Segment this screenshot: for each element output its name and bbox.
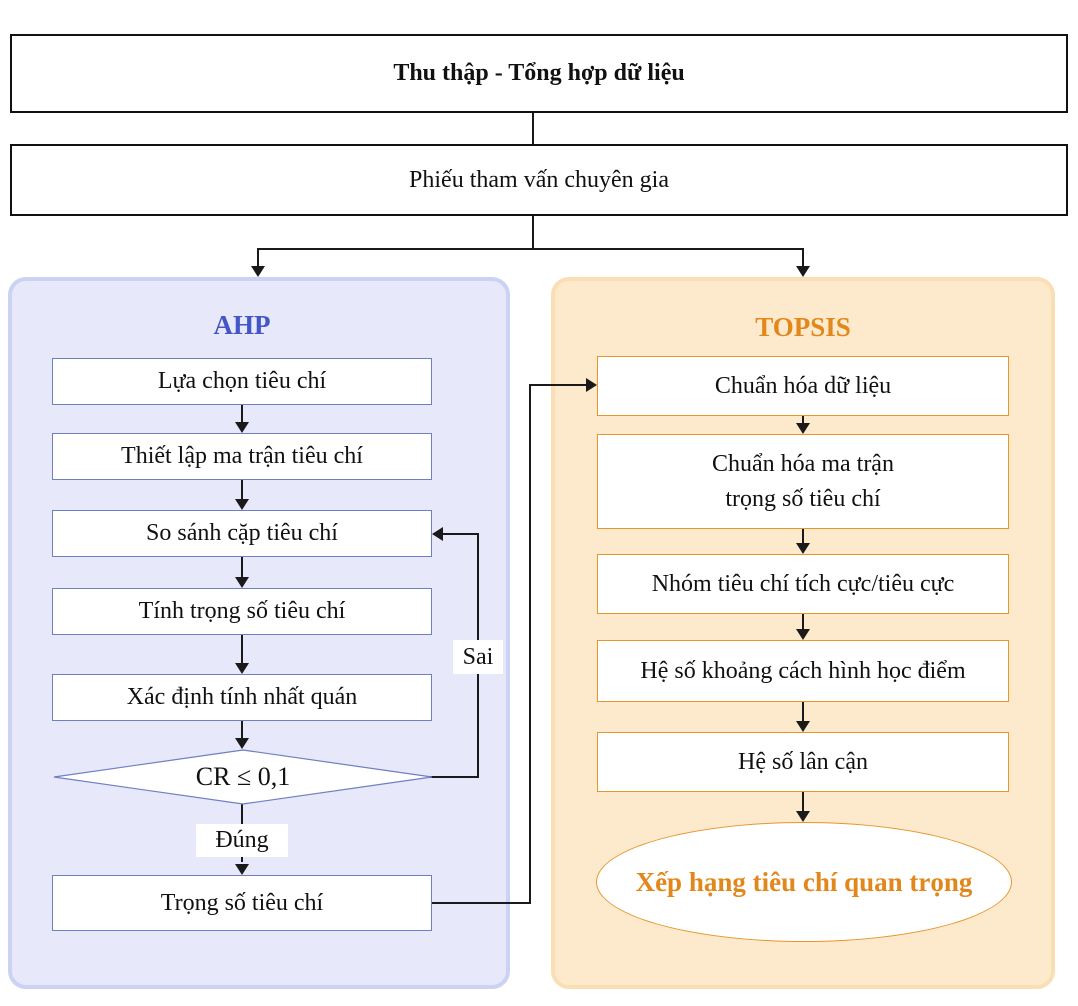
arrowhead-icon [235,499,249,510]
cross-connector-line [529,384,531,904]
arrowhead-icon [235,864,249,875]
cr-decision-label: CR ≤ 0,1 [195,762,291,791]
topsis-step-geometric-distance: Hệ số khoảng cách hình học điểm [597,640,1009,702]
arrowhead-icon [235,422,249,433]
connector-line [802,248,804,268]
arrowhead-feedback [432,527,443,541]
feedback-line [430,776,478,778]
arrowhead-icon [235,663,249,674]
ahp-title: AHP [213,309,271,340]
topsis-step-weighted-matrix: Chuẩn hóa ma trận trọng số tiêu chí [597,434,1009,529]
ahp-step-check-consistency: Xác định tính nhất quán [52,674,432,721]
connector-line [532,113,534,144]
connector-line [241,635,243,664]
connector-line [532,216,534,249]
arrowhead-to-topsis [796,266,810,277]
connector-line [802,529,804,545]
ahp-result-box: Trọng số tiêu chí [52,875,432,931]
connector-line [257,248,259,268]
connector-line [241,721,243,739]
arrowhead-icon [235,577,249,588]
arrowhead-icon [796,543,810,554]
branch-connector-line [257,248,804,250]
topsis-title: TOPSIS [755,311,851,342]
arrowhead-icon [796,629,810,640]
connector-line [802,416,804,425]
connector-line [241,557,243,578]
ahp-step-compute-weights: Tính trọng số tiêu chí [52,588,432,635]
cross-connector-line [529,384,587,386]
topsis-result-ellipse: Xếp hạng tiêu chí quan trọng [596,822,1012,942]
ahp-step-build-matrix: Thiết lập ma trận tiêu chí [52,433,432,480]
arrowhead-icon [796,423,810,434]
connector-line [802,792,804,813]
cr-decision-diamond [53,749,433,805]
arrowhead-icon [796,811,810,822]
connector-line [802,614,804,631]
topsis-step-closeness-coefficient: Hệ số lân cận [597,732,1009,792]
ahp-step-pairwise-compare: So sánh cặp tiêu chí [52,510,432,557]
ahp-step-select-criteria: Lựa chọn tiêu chí [52,358,432,405]
expert-consultation-box: Phiếu tham vấn chuyên gia [10,144,1068,216]
topsis-step-normalize-data: Chuẩn hóa dữ liệu [597,356,1009,416]
connector-line [241,480,243,500]
data-collection-box: Thu thập - Tổng hợp dữ liệu [10,34,1068,113]
arrowhead-to-normalize [586,378,597,392]
connector-line [241,404,243,423]
true-branch-label: Đúng [196,824,288,857]
arrowhead-icon [796,721,810,732]
topsis-step-positive-negative-groups: Nhóm tiêu chí tích cực/tiêu cực [597,554,1009,614]
cross-connector-line [432,902,531,904]
false-branch-label: Sai [453,640,503,674]
arrowhead-icon [235,738,249,749]
connector-line [802,702,804,723]
feedback-line [441,533,478,535]
arrowhead-to-ahp [251,266,265,277]
